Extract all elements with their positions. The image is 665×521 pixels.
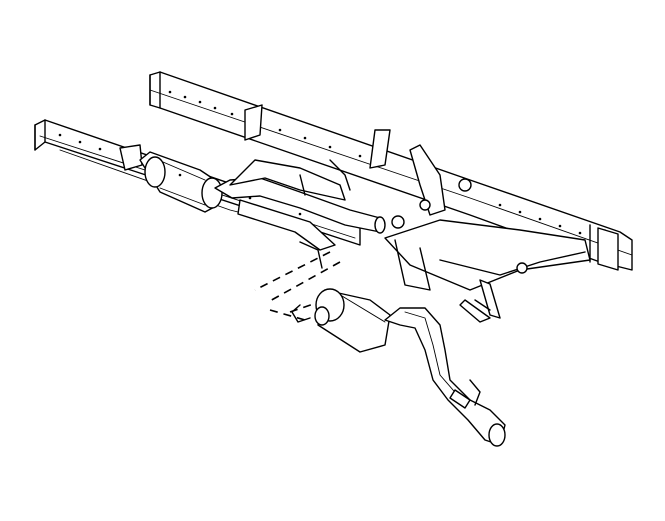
intermediate-pipe [214, 159, 386, 269]
catalytic-converter [139, 151, 223, 213]
crossmember-rear [384, 219, 591, 323]
exhaust-hanger [299, 159, 481, 406]
tailpipe [384, 307, 506, 447]
mount-brackets [119, 104, 472, 229]
frame-rivets [58, 90, 582, 235]
muffler [291, 288, 391, 353]
